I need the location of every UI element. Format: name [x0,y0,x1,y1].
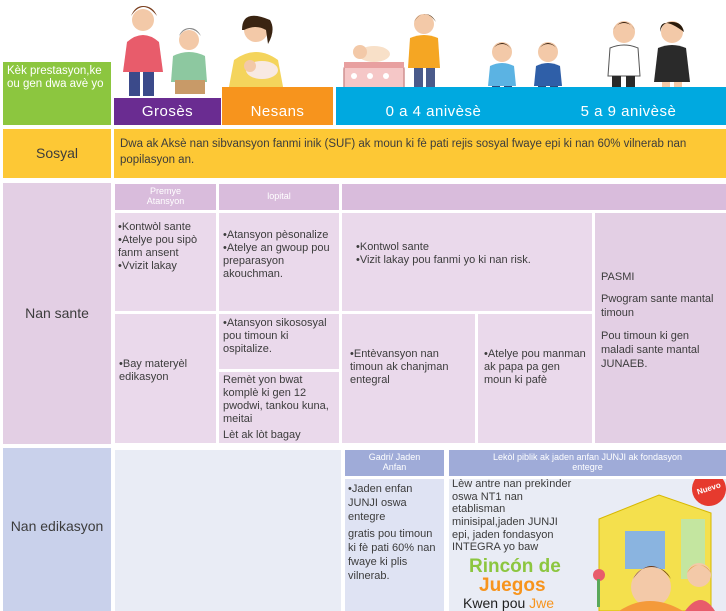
illustration-children [600,18,700,98]
sosyal-label-cell: Sosyal [3,129,111,178]
sante-cell-d: •Bay materyèl edikasyon [115,314,216,443]
play-corner-illustration [593,494,715,611]
sante-cell-e2-line: Remèt yon bwat komplè ki gen 12 pwodwi, … [223,374,329,425]
rincon-logo: Rincón de Juegos Kwen pou Jwe [463,556,599,611]
sosyal-content-cell: Dwa ak Aksè nan sibvansyon fanmi inik (S… [114,129,726,178]
sante-cell-c: •Kontwol sante •Vizit lakay pou fanmi yo… [342,213,592,311]
sante-cell-g: •Atelye pou manman ak papa pa gen moun k… [478,314,592,443]
sosyal-label: Sosyal [35,145,79,161]
sante-label-cell: Nan sante [3,183,111,444]
edikasyon-cell-h-line: gratis pou timoun ki fè pati 60% nan fwa… [348,528,436,582]
pasmi-line: Pou timoun ki gen maladi sante mantal JU… [601,329,700,371]
sante-cell-a-item: •Vvizit lakay [118,259,177,272]
header-groses-label: Grosès [141,103,194,120]
illustration-infancy [338,10,458,98]
edikasyon-cell-i-text: Lèw antre nan prekìnder oswa NT1 nan eta… [452,479,572,554]
header-age-0-4-label: 0 a 4 anivèsè [385,103,482,120]
pasmi-line: Pwogram sante mantal timoun [601,292,714,320]
edikasyon-label: Nan edikasyon [10,518,104,534]
edikasyon-label-cell: Nan edikasyon [3,448,111,611]
edikasyon-cell-i: Lèw antre nan prekìnder oswa NT1 nan eta… [449,479,726,611]
subheader-gadri-label: Gadri/ Jaden Anfan [368,452,421,472]
sante-cell-e-item: •Atansyon sikososyal pou timoun ki ospit… [223,317,327,355]
pasmi-title: PASMI [601,271,635,283]
header-corner-text: Kèk prestasyon,ke ou gen dwa avè yo [7,65,104,90]
subheader-lopital: lopital [219,184,339,210]
edikasyon-empty-cell [115,450,341,611]
subheader-premye-label: Premye Atansyon [146,186,185,206]
subheader-lekol-label: Lekòl piblik ak jaden anfan JUNJI ak fon… [492,452,683,472]
illustration-pregnancy [115,2,225,98]
sante-cell-a-item: •Atelye pou sipò fanm ansent [118,233,198,259]
sante-cell-b: •Atansyon pèsonalize •Atelye an gwoup po… [219,213,339,311]
sante-cell-f: •Entèvansyon nan timoun ak chanjman ente… [342,314,475,443]
sante-cell-pasmi: PASMI Pwogram sante mantal timoun Pou ti… [595,213,726,443]
header-age-block [336,87,726,125]
edikasyon-cell-h: •Jaden enfan JUNJI oswa entegre gratis p… [345,479,444,611]
sosyal-text: Dwa ak Aksè nan sibvansyon fanmi inik (S… [120,138,687,166]
header-age-0-4: 0 a 4 anivèsè [336,103,531,121]
header-age-5-9-label: 5 a 9 anivèsè [580,103,677,120]
sante-cell-e2-line: Lèt ak lòt bagay [223,428,301,441]
header-groses: Grosès [114,98,221,125]
sante-cell-b-item: •Atelye an gwoup pou preparasyon akouchm… [223,241,330,280]
sante-cell-g-item: •Atelye pou manman ak papa pa gen moun k… [484,348,586,386]
subheader-lopital-label: lopital [267,191,291,201]
sante-cell-a: •Kontwòl sante •Atelye pou sipò fanm ans… [115,213,216,311]
subheader-premye-atansyon: Premye Atansyon [115,184,216,210]
nuevo-badge-label: Nuevo [695,480,722,497]
rincon-logo-line2: Juegos [479,575,546,596]
sante-cell-e: •Atansyon sikososyal pou timoun ki ospit… [219,314,339,369]
header-age-5-9: 5 a 9 anivèsè [531,103,726,121]
sante-cell-c-item: •Kontwol sante [356,241,429,253]
subheader-lekol: Lekòl piblik ak jaden anfan JUNJI ak fon… [449,450,726,476]
sante-cell-b-item: •Atansyon pèsonalize [223,229,329,241]
rincon-logo-line1: Rincón de [469,556,561,577]
header-corner-cell: Kèk prestasyon,ke ou gen dwa avè yo [3,62,111,125]
illustration-birth [222,8,304,98]
header-nesans-label: Nesans [250,103,305,120]
subheader-gadri: Gadri/ Jaden Anfan [345,450,444,476]
header-nesans: Nesans [222,87,333,125]
sante-cell-a-item: •Kontwòl sante [118,221,191,233]
sante-cell-f-item: •Entèvansyon nan timoun ak chanjman ente… [350,348,449,386]
sante-cell-c-item: •Vizit lakay pou fanmi yo ki nan risk. [356,253,531,266]
rincon-logo-line3b: Jwe [529,595,555,611]
sante-label: Nan sante [25,305,89,321]
sante-cell-d-item: •Bay materyèl edikasyon [119,358,188,383]
rincon-logo-line3a: Kwen pou [463,595,530,611]
subheader-empty [342,184,726,210]
edikasyon-cell-h-line: •Jaden enfan JUNJI oswa entegre [348,483,413,523]
sante-cell-e2: Remèt yon bwat komplè ki gen 12 pwodwi, … [219,372,339,443]
